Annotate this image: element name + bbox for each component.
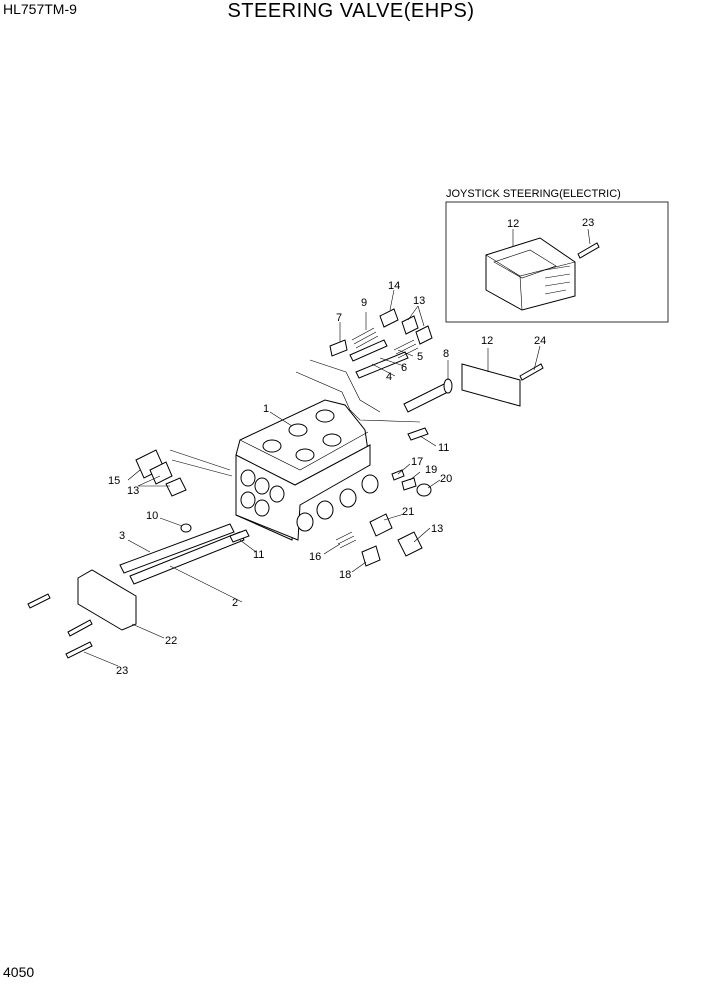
callout-24: 24 [534,335,546,347]
callout-11-upper: 11 [438,442,449,454]
callout-13-right: 13 [431,523,443,535]
callout-19: 19 [425,464,437,476]
model-code: HL757TM-9 [3,1,77,17]
callout-6: 6 [401,362,407,374]
callout-2: 2 [232,597,238,609]
assembly-guide-lines [169,359,421,477]
callout-16: 16 [309,551,321,563]
callout-8: 8 [443,348,449,360]
page-title: STEERING VALVE(EHPS) [227,0,475,22]
callout-3: 3 [119,530,125,542]
callout-10: 10 [146,510,158,522]
callout-18: 18 [339,569,351,581]
callout-23: 23 [116,665,128,677]
callout-4: 4 [386,371,392,383]
callout-20: 20 [440,473,452,485]
callout-22: 22 [165,635,177,647]
callout-9: 9 [361,297,367,309]
inset-title: JOYSTICK STEERING(ELECTRIC) [446,188,621,200]
callout-15: 15 [108,475,120,487]
spool-parts [27,308,544,659]
callout-14: 14 [388,280,400,292]
valve-body [235,399,379,541]
callout-13-top: 13 [413,295,425,307]
callout-17: 17 [411,456,423,468]
leader-lines [83,289,541,667]
callout-5: 5 [417,351,423,363]
page-number: 4050 [3,964,35,980]
callout-labels: 1 2 3 4 5 6 7 8 9 10 11 11 12 13 13 13 1… [108,280,546,677]
callout-1: 1 [263,403,269,415]
callout-12: 12 [481,335,493,347]
callout-inset-12: 12 [507,218,519,230]
callout-7: 7 [336,312,342,324]
callout-inset-23: 23 [582,217,594,229]
callout-21: 21 [402,506,414,518]
callout-13-left: 13 [127,485,139,497]
inset-joystick-steering: JOYSTICK STEERING(ELECTRIC) 12 23 [445,188,669,323]
callout-11-lower: 11 [253,549,264,561]
